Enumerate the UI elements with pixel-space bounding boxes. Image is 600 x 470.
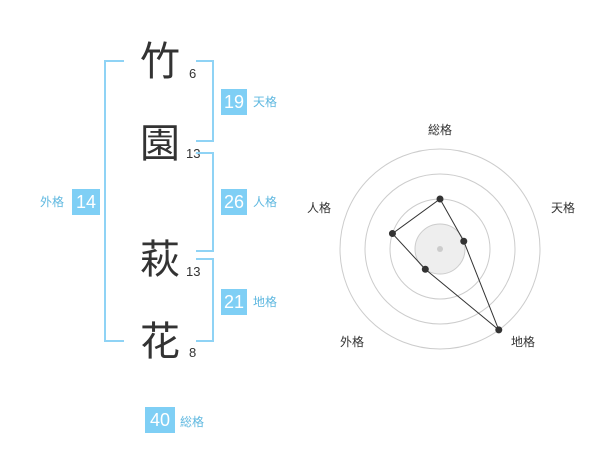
tenkaku-label: 天格 — [253, 95, 278, 109]
name-char-1: 竹 — [140, 39, 180, 85]
gaikaku-bracket — [104, 60, 124, 342]
radar-axis-label-gaikaku: 外格 — [340, 335, 365, 349]
name-char-2: 園 — [140, 121, 180, 167]
name-char-4: 花 — [140, 319, 180, 365]
stroke-count-1: 6 — [189, 66, 197, 81]
radar-axis-label-soukaku: 総格 — [428, 123, 453, 137]
radar-ring-3 — [364, 173, 516, 325]
radar-axis-label-chikaku: 地格 — [511, 335, 536, 349]
jinkaku-label: 人格 — [253, 195, 278, 209]
gaikaku-value: 14 — [72, 189, 100, 215]
name-char-3: 萩 — [140, 237, 180, 283]
soukaku-label: 総格 — [180, 415, 205, 429]
tenkaku-bracket — [196, 60, 214, 142]
chikaku-bracket — [196, 258, 214, 342]
radar-axis-label-jinkaku: 人格 — [307, 201, 332, 215]
radar-point-5 — [388, 230, 396, 238]
jinkaku-value: 26 — [221, 189, 247, 215]
radar-ring-4 — [339, 148, 541, 350]
tenkaku-value: 19 — [221, 89, 247, 115]
radar-point-3 — [495, 326, 503, 334]
stroke-count-3: 13 — [186, 264, 201, 279]
radar-axis-label-tenkaku: 天格 — [551, 201, 576, 215]
stroke-count-2: 13 — [186, 146, 201, 161]
soukaku-value: 40 — [145, 407, 175, 433]
radar-point-2 — [460, 237, 468, 245]
radar-point-1 — [436, 195, 444, 203]
radar-center-dot — [437, 246, 443, 252]
radar-polygon — [391, 198, 500, 331]
chikaku-value: 21 — [221, 289, 247, 315]
gaikaku-label: 外格 — [40, 195, 65, 209]
stroke-count-4: 8 — [189, 345, 197, 360]
chikaku-label: 地格 — [253, 295, 278, 309]
jinkaku-bracket — [196, 152, 214, 252]
radar-point-4 — [421, 265, 429, 273]
